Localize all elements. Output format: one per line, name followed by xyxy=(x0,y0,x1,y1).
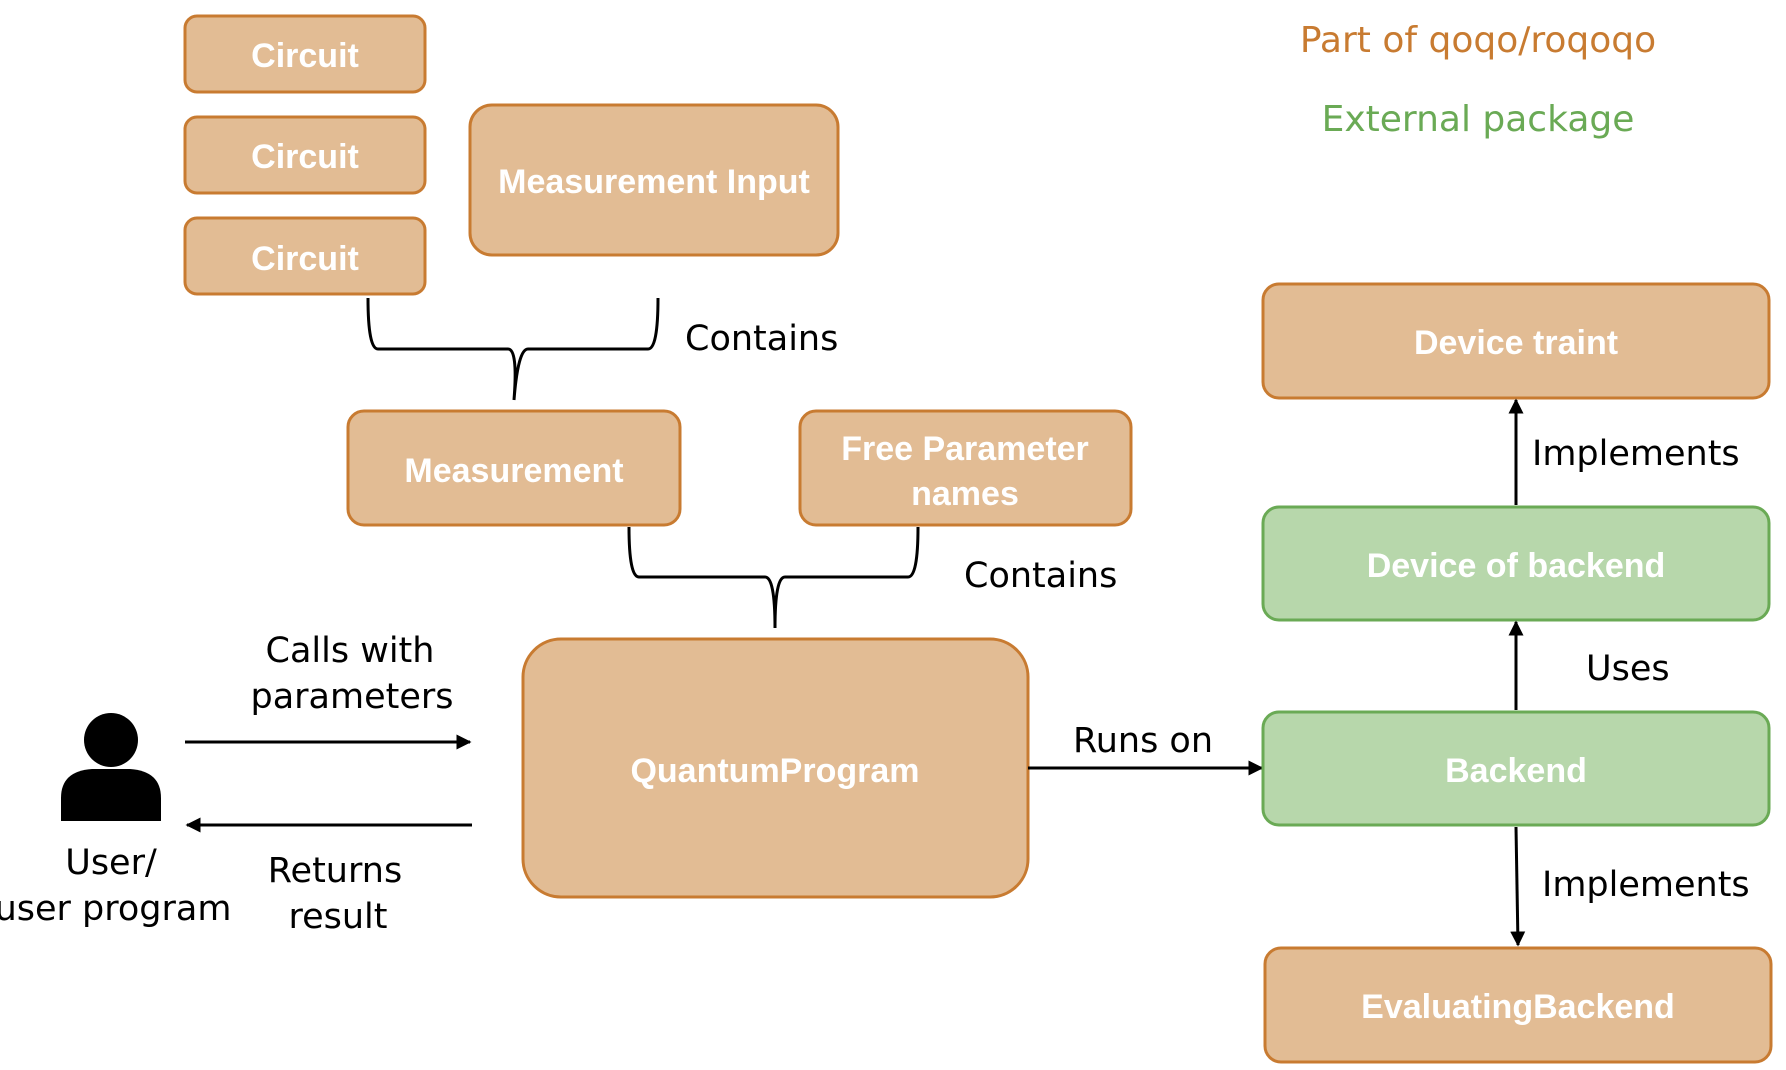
returns-label-line2: result xyxy=(288,897,387,937)
device-of-backend-label: Device of backend xyxy=(1367,547,1666,585)
measurement-label: Measurement xyxy=(404,452,623,490)
contains-brace-2 xyxy=(627,526,920,629)
returns-label-line1: Returns xyxy=(268,851,402,891)
user-label-line2: user program xyxy=(0,889,231,929)
circuit-label-2: Circuit xyxy=(251,138,359,176)
contains-label-2: Contains xyxy=(964,556,1117,596)
calls-label-line1: Calls with xyxy=(266,631,435,671)
implements-label-1: Implements xyxy=(1532,434,1740,474)
contains-label-1: Contains xyxy=(685,319,838,359)
device-traint-label: Device traint xyxy=(1414,324,1618,362)
circuit-box-1: Circuit xyxy=(183,14,427,94)
backend-label: Backend xyxy=(1445,752,1587,790)
measurement-box: Measurement xyxy=(346,409,682,527)
measurement-input-box: Measurement Input xyxy=(468,103,840,257)
implements-arrow-2 xyxy=(1510,826,1526,947)
device-of-backend-box: Device of backend xyxy=(1261,505,1771,622)
uses-label: Uses xyxy=(1586,649,1670,689)
backend-box: Backend xyxy=(1261,710,1771,827)
calls-label-line2: parameters xyxy=(250,677,453,717)
quantum-program-box: QuantumProgram xyxy=(521,637,1030,899)
free-parameter-names-box: Free Parameter names xyxy=(798,409,1133,527)
circuit-box-3: Circuit xyxy=(183,216,427,296)
circuit-box-2: Circuit xyxy=(183,115,427,195)
legend-internal: Part of qoqo/roqoqo xyxy=(1300,20,1656,61)
measurement-input-label: Measurement Input xyxy=(498,163,810,201)
evaluating-backend-box: EvaluatingBackend xyxy=(1263,946,1773,1064)
circuit-label-3: Circuit xyxy=(251,240,359,278)
runs-on-label: Runs on xyxy=(1073,721,1213,761)
free-parameter-label-line1: Free Parameter xyxy=(841,430,1089,468)
user-label-line1: User/ xyxy=(65,843,157,883)
contains-brace-1 xyxy=(366,297,660,401)
quantum-program-label: QuantumProgram xyxy=(630,752,919,790)
legend-external: External package xyxy=(1322,99,1635,140)
circuit-label-1: Circuit xyxy=(251,37,359,75)
evaluating-backend-label: EvaluatingBackend xyxy=(1361,988,1675,1026)
implements-label-2: Implements xyxy=(1542,865,1750,905)
user-icon xyxy=(61,713,161,821)
device-traint-box: Device traint xyxy=(1261,282,1771,400)
free-parameter-label-line2: names xyxy=(911,475,1019,513)
